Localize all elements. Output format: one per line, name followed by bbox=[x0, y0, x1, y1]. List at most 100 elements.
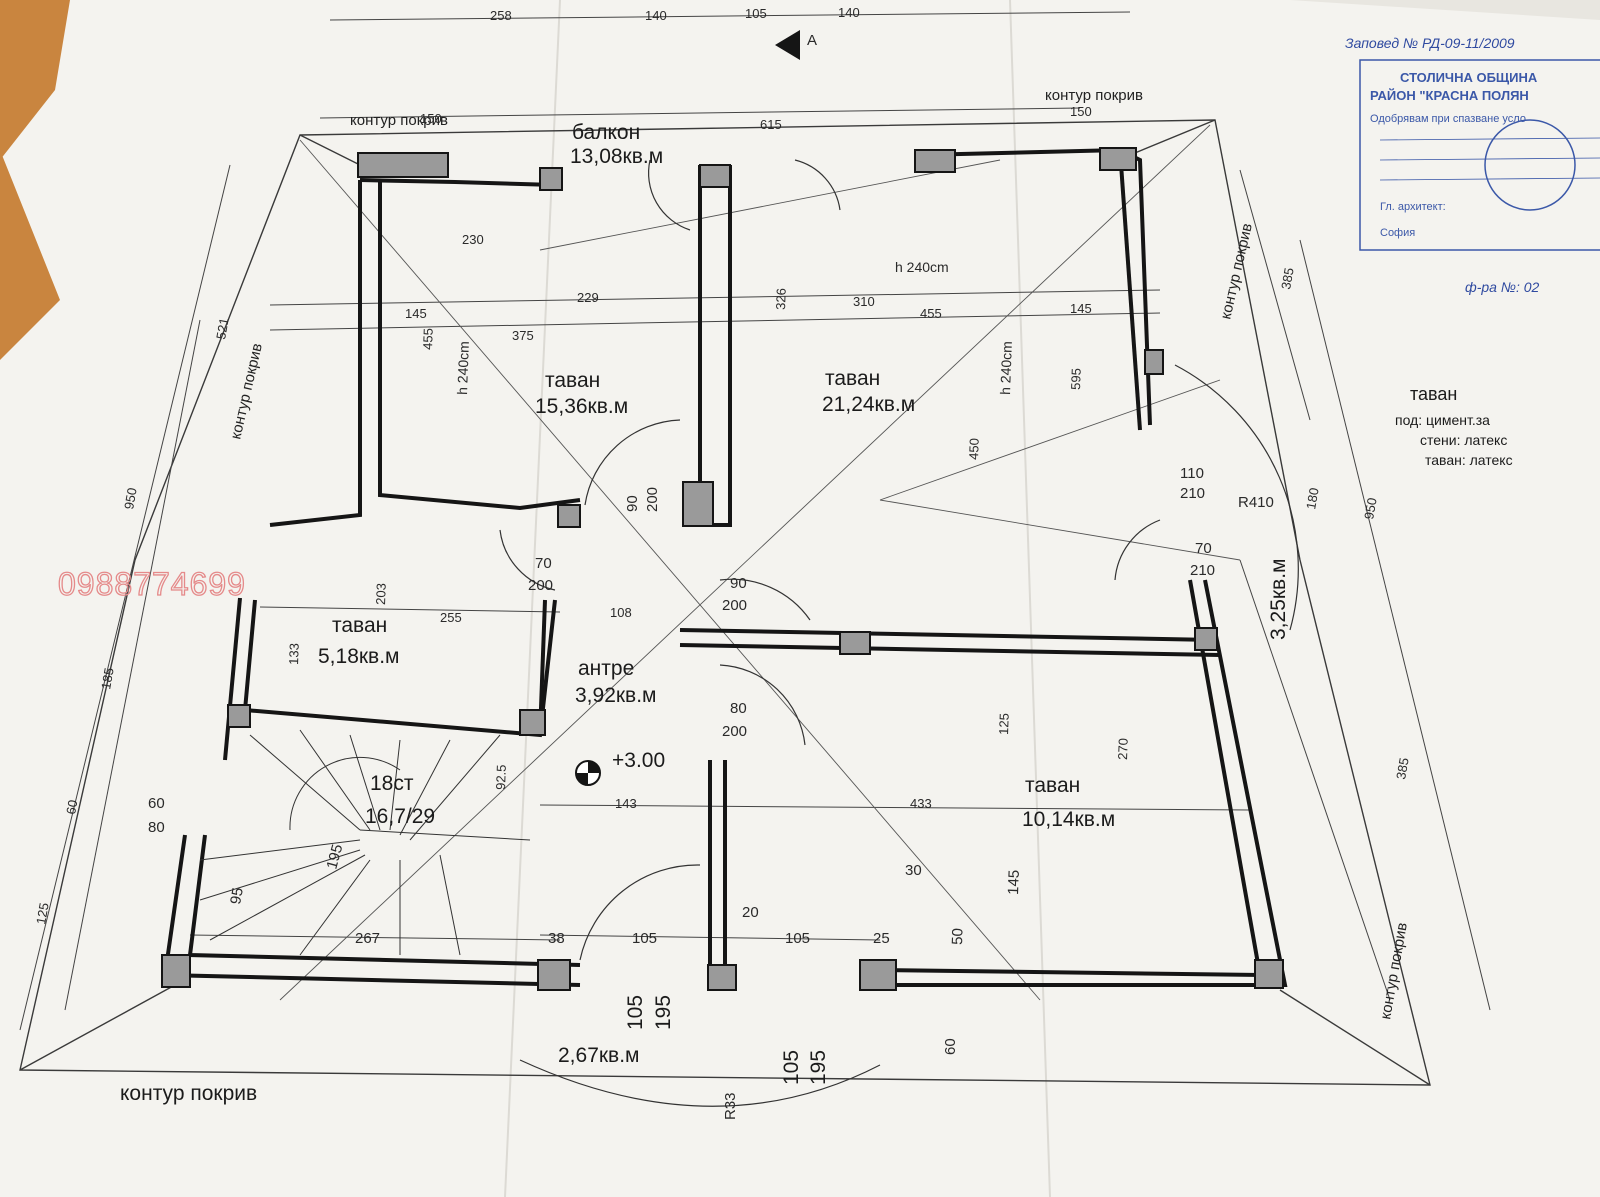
hall-name: антре bbox=[578, 657, 634, 680]
legend-title: таван bbox=[1410, 384, 1457, 404]
dim-bottom-2: 195 bbox=[652, 995, 675, 1030]
attic-4-area: 10,14кв.м bbox=[1022, 808, 1115, 831]
door-dims: 90 200 70 200 90 200 80 200 70 210 110 2… bbox=[148, 465, 1215, 836]
dim-inner-25: 25 bbox=[873, 930, 890, 947]
radius-label-2: R33 bbox=[722, 1092, 739, 1120]
dim-left-3: 185 bbox=[98, 667, 117, 691]
dimension-lines bbox=[19, 11, 1491, 1031]
dim-inner-433: 433 bbox=[910, 796, 932, 811]
dim-inner-145: 145 bbox=[405, 306, 427, 321]
paper-crease bbox=[1009, 0, 1051, 1197]
door-swings bbox=[499, 159, 1299, 1107]
dim-left-4: 125 bbox=[33, 902, 52, 926]
dim-top-4: 140 bbox=[838, 5, 860, 20]
dim-inner-38: 38 bbox=[548, 930, 565, 947]
attic-4-name: таван bbox=[1025, 774, 1080, 797]
door-dim-4-h: 200 bbox=[722, 723, 747, 740]
stamp-line-4: Гл. архитект: bbox=[1380, 201, 1446, 213]
dim-left-5: 60 bbox=[63, 799, 80, 816]
roof-ridges bbox=[279, 124, 1241, 1001]
dim-inner-310: 310 bbox=[853, 294, 875, 309]
dim-top-1: 258 bbox=[490, 8, 512, 23]
stamp-line-3: Одобрявам при спазване усло bbox=[1370, 113, 1526, 125]
staircase bbox=[199, 729, 531, 956]
roof-label-bottom: контур покрив bbox=[120, 1082, 257, 1105]
dim-bottom-3: 105 bbox=[780, 1050, 803, 1085]
dim-left-2: 950 bbox=[121, 487, 140, 511]
door-dim-7-h: 80 bbox=[148, 819, 165, 836]
door-dim-4-w: 80 bbox=[730, 700, 747, 717]
stamp-line-1: СТОЛИЧНА ОБЩИНА bbox=[1400, 70, 1538, 85]
section-marker-icon bbox=[775, 30, 800, 60]
door-dim-3-w: 90 bbox=[730, 575, 747, 592]
dim-inner-270: 270 bbox=[1115, 738, 1131, 760]
dim-inner-230: 230 bbox=[462, 232, 484, 247]
dim-inner-595: 595 bbox=[1068, 368, 1084, 390]
stairs-count: 18ст bbox=[370, 772, 414, 795]
stamp-frame bbox=[1359, 59, 1600, 251]
legend-line-2: стени: латекс bbox=[1420, 432, 1507, 448]
legend-line-1: под: цимент.за bbox=[1395, 412, 1490, 428]
attic-2-area: 21,24кв.м bbox=[822, 393, 915, 416]
stamp-handwritten-top: Заповед № РД-09-11/2009 bbox=[1345, 35, 1515, 51]
door-dim-5-h: 210 bbox=[1190, 562, 1215, 579]
dim-inner-145b: 145 bbox=[1070, 301, 1092, 316]
dim-right-2: 950 bbox=[1361, 497, 1380, 521]
dim-right-3: 385 bbox=[1393, 757, 1412, 781]
door-dim-2-w: 70 bbox=[535, 555, 552, 572]
dim-inner-455b: 455 bbox=[920, 306, 942, 321]
paper-fold bbox=[1290, 0, 1600, 20]
phone-watermark: 0988774699 bbox=[58, 566, 246, 602]
ceiling-height-label: h 240cm bbox=[895, 259, 949, 275]
dim-inner-105: 105 bbox=[632, 930, 657, 947]
door-dim-5-w: 70 bbox=[1195, 540, 1212, 557]
dim-inner-267: 267 bbox=[355, 930, 380, 947]
dim-bottom-5: 60 bbox=[942, 1038, 959, 1055]
dim-inner-125: 125 bbox=[996, 713, 1012, 735]
dim-inner-255: 255 bbox=[440, 610, 462, 625]
bottom-room-area: 2,67кв.м bbox=[558, 1044, 640, 1067]
balcony-name: балкон bbox=[572, 121, 640, 144]
dim-inner-30: 30 bbox=[905, 862, 922, 879]
dim-top-3: 105 bbox=[745, 6, 767, 21]
dim-right-1: 385 bbox=[1278, 267, 1297, 291]
dim-inner-203: 203 bbox=[373, 583, 389, 605]
dim-bottom-1: 105 bbox=[624, 995, 647, 1030]
attic-1-area: 15,36кв.м bbox=[535, 395, 628, 418]
dim-inner-105b: 105 bbox=[785, 930, 810, 947]
attic-1-name: таван bbox=[545, 369, 600, 392]
section-marker-label: A bbox=[807, 32, 817, 49]
round-seal-icon bbox=[1484, 119, 1576, 211]
ceiling-height-label-left: h 240cm bbox=[454, 341, 472, 395]
dim-inner-95: 95 bbox=[227, 886, 247, 905]
stamp-handwritten-bottom: ф-ра №: 02 bbox=[1465, 279, 1540, 295]
door-dim-7-w: 60 bbox=[148, 795, 165, 812]
door-dim-6-w: 110 bbox=[1180, 465, 1204, 482]
dim-roof-3: 150 bbox=[1070, 104, 1092, 119]
roof-label-top-left: контур покрив bbox=[350, 112, 448, 129]
dim-inner-133: 133 bbox=[286, 643, 302, 665]
door-dim-1-w: 90 bbox=[624, 495, 641, 512]
dim-inner-326: 326 bbox=[773, 288, 789, 310]
dim-inner-145c: 145 bbox=[1005, 870, 1023, 896]
dim-inner-143: 143 bbox=[615, 796, 637, 811]
stairs-ratio: 16,7/29 bbox=[365, 805, 435, 828]
legend-line-3: таван: латекс bbox=[1425, 452, 1513, 468]
level-label: +3.00 bbox=[612, 749, 665, 772]
dim-inner-450: 450 bbox=[966, 438, 982, 460]
stamp-line-5: София bbox=[1380, 227, 1415, 239]
right-room-area: 3,25кв.м bbox=[1267, 559, 1290, 641]
attic-2-name: таван bbox=[825, 367, 880, 390]
dim-bottom-4: 195 bbox=[807, 1050, 830, 1085]
hall-area: 3,92кв.м bbox=[575, 684, 657, 707]
attic-3-area: 5,18кв.м bbox=[318, 645, 400, 668]
door-dim-1-h: 200 bbox=[644, 487, 661, 512]
dim-inner-195: 195 bbox=[323, 842, 346, 871]
balcony-area: 13,08кв.м bbox=[570, 145, 663, 168]
radius-label-1: R410 bbox=[1238, 494, 1274, 511]
dim-inner-20: 20 bbox=[742, 904, 759, 921]
paper-crease bbox=[504, 0, 561, 1197]
dim-right-4: 180 bbox=[1303, 487, 1322, 511]
ceiling-height-label-right: h 240cm bbox=[997, 341, 1015, 395]
